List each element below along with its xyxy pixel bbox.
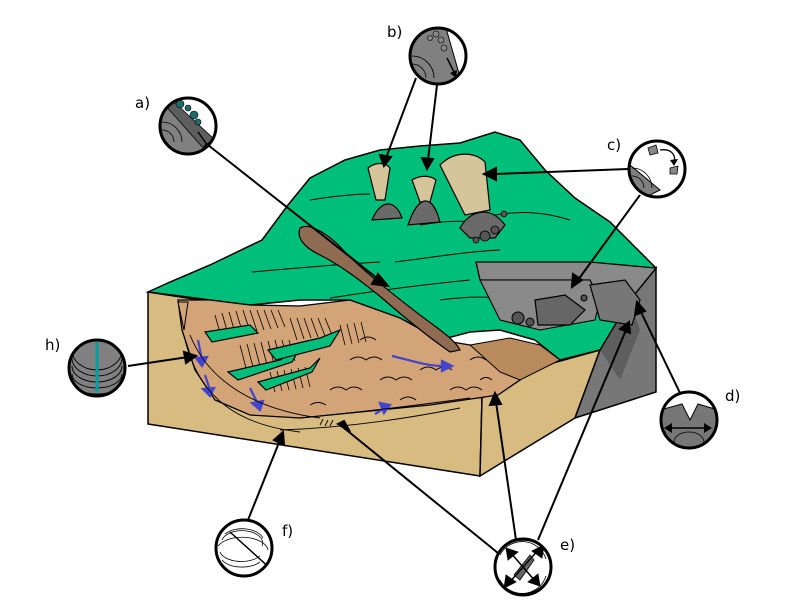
spread-icon bbox=[659, 390, 719, 450]
label-a: a) bbox=[135, 94, 151, 112]
slump-icon bbox=[67, 338, 127, 398]
label-h: h) bbox=[45, 336, 61, 354]
right-soil-face bbox=[479, 348, 602, 478]
flow-icon bbox=[493, 537, 553, 597]
water-flow-arrows bbox=[193, 339, 455, 416]
toppled-boulders bbox=[511, 294, 588, 327]
fall-icon bbox=[408, 26, 468, 86]
label-e: e) bbox=[560, 536, 576, 554]
topple-icon bbox=[627, 139, 687, 199]
label-f: f) bbox=[282, 522, 294, 540]
terrain-block bbox=[145, 131, 658, 478]
creep-icon bbox=[214, 518, 274, 578]
slide-icon bbox=[158, 96, 218, 156]
upper-left-scarp bbox=[177, 301, 189, 331]
label-c: c) bbox=[607, 136, 622, 154]
soil-shear-lines bbox=[184, 334, 471, 433]
slump-grass-blocks bbox=[203, 324, 342, 391]
label-d: d) bbox=[725, 387, 741, 405]
pointer-arrows bbox=[127, 77, 681, 554]
label-b: b) bbox=[387, 23, 403, 41]
rockfall-debris bbox=[472, 210, 508, 244]
debris-flow-tongue bbox=[468, 337, 561, 381]
toppled-rock-slab bbox=[534, 294, 586, 326]
